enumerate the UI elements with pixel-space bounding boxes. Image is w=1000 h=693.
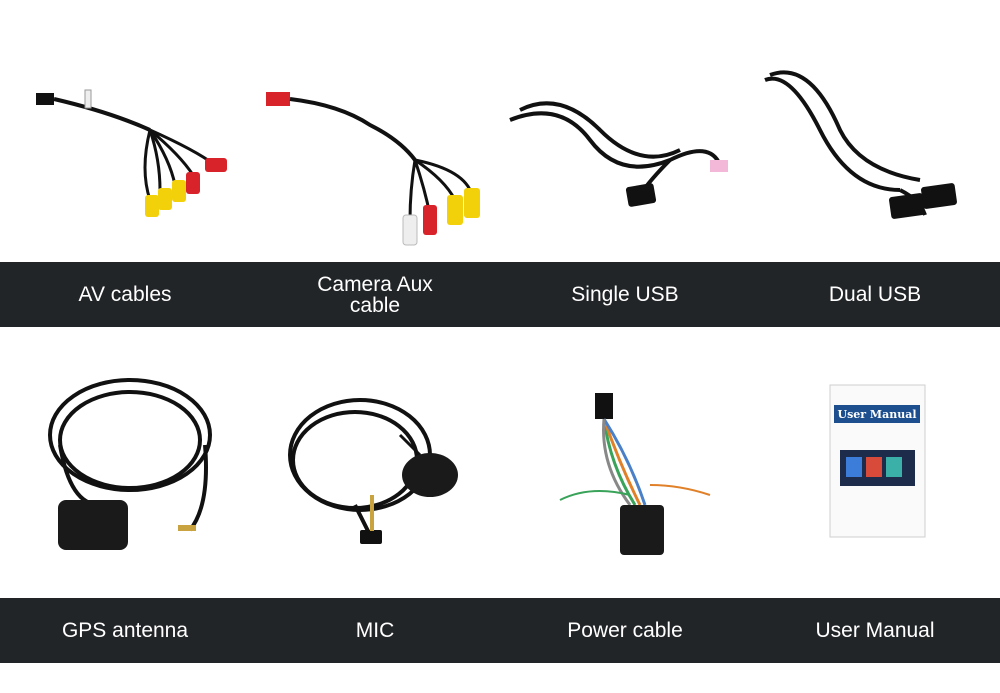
label-dual-usb-text: Dual USB	[828, 283, 922, 306]
label-dual-usb: Dual USB	[750, 262, 1000, 327]
label-camera-aux-line2: cable	[349, 293, 401, 317]
label-user-manual-text: User Manual	[815, 619, 935, 642]
label-user-manual: User Manual	[750, 598, 1000, 663]
mic-image	[250, 335, 500, 597]
accessory-row-top	[0, 0, 1000, 262]
label-camera-aux-line1: Camera Aux	[317, 272, 433, 296]
av-cables-image	[0, 0, 250, 262]
label-mic-text: MIC	[355, 619, 395, 642]
power-cable-image	[500, 335, 750, 597]
label-bar-top: AV cables Camera Aux cable Single USB Du…	[0, 262, 1000, 327]
label-power-cable: Power cable	[500, 598, 750, 663]
camera-aux-cable-image	[250, 0, 500, 262]
label-av-cables-text: AV cables	[78, 283, 172, 306]
av-connector-plug	[36, 93, 54, 105]
user-manual-cover-title: User Manual	[837, 408, 917, 421]
gps-antenna-image	[0, 335, 250, 597]
user-manual-image: User Manual	[750, 335, 1000, 597]
dual-usb-image	[750, 0, 1000, 262]
label-single-usb: Single USB	[500, 262, 750, 327]
label-gps-antenna-text: GPS antenna	[61, 619, 189, 642]
label-camera-aux-cable: Camera Aux cable	[250, 262, 500, 327]
label-bar-bottom: GPS antenna MIC Power cable User Manual	[0, 598, 1000, 663]
label-power-cable-text: Power cable	[567, 619, 683, 642]
label-gps-antenna: GPS antenna	[0, 598, 250, 663]
single-usb-image	[500, 0, 750, 262]
label-av-cables: AV cables	[0, 262, 250, 327]
accessory-row-bottom: User Manual	[0, 335, 1000, 597]
label-single-usb-text: Single USB	[571, 283, 679, 306]
label-mic: MIC	[250, 598, 500, 663]
